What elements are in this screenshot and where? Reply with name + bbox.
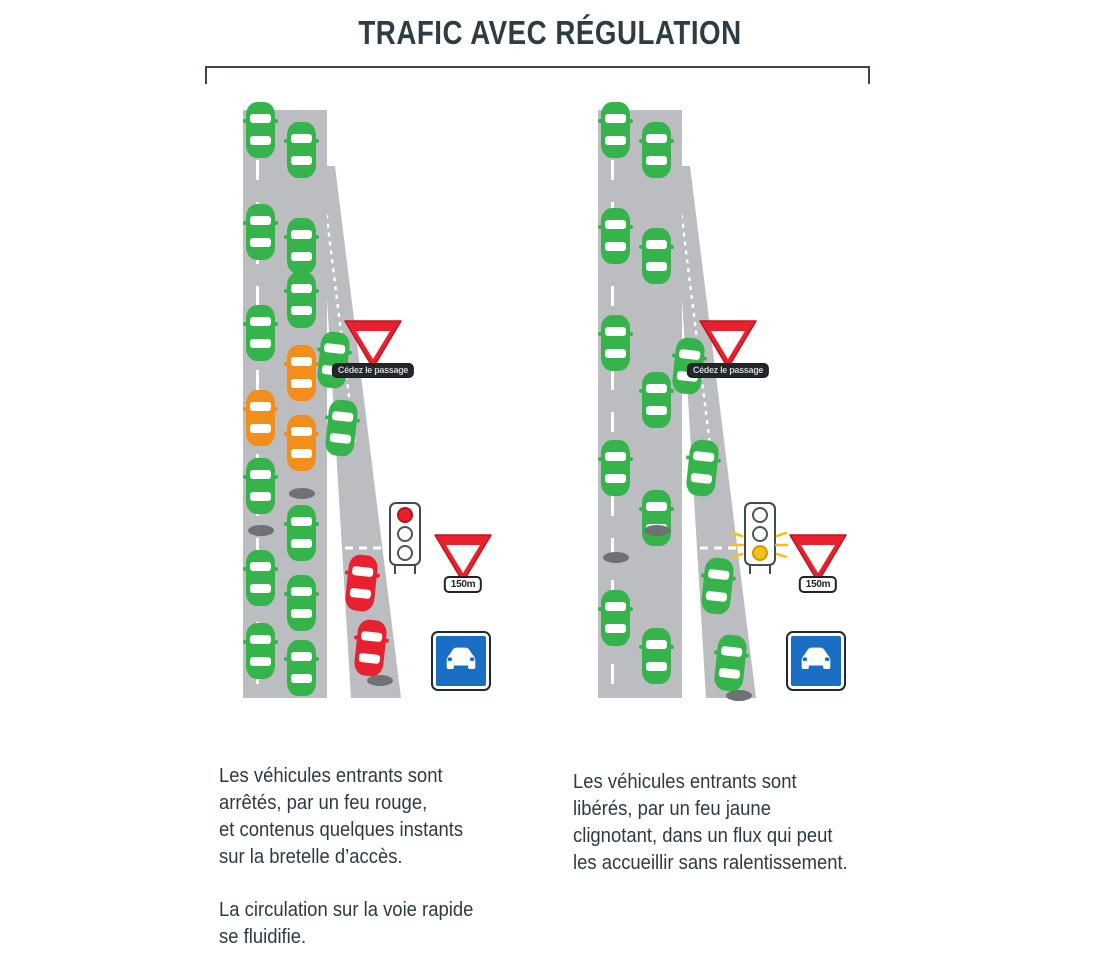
traffic-light-post-left	[394, 564, 397, 574]
yield-triangle-icon	[434, 534, 492, 583]
distance-plate-label: 150m	[798, 576, 838, 593]
lamp-red	[397, 507, 413, 523]
loop-detector	[289, 488, 315, 499]
traffic-light-post-right	[413, 564, 416, 574]
vehicle-green	[243, 550, 278, 606]
lamp-yellow-lit	[752, 545, 768, 561]
lamp-green	[397, 545, 413, 561]
vehicle-green	[284, 122, 319, 178]
lamp-amber	[752, 526, 768, 542]
panel-yellow-flashing-light: Cédez le passage 150m	[570, 100, 900, 720]
vehicle-green	[284, 640, 319, 696]
caption-left-secondary: La circulation sur la voie rapide se flu…	[219, 898, 474, 948]
panel-red-light: Cédez le passage 150m	[215, 100, 545, 720]
caption-right-primary: Les véhicules entrants sont libérés, par…	[573, 770, 848, 874]
vehicle-green	[598, 590, 633, 646]
vehicle-green	[639, 490, 674, 546]
vehicle-green	[243, 623, 278, 679]
vehicle-green	[284, 218, 319, 274]
yield-sign-distance[interactable]: 150m	[433, 532, 493, 593]
vehicle-green	[598, 440, 633, 496]
flash-rays-right-icon	[775, 532, 789, 558]
vehicle-green	[639, 628, 674, 684]
vehicle-green	[284, 575, 319, 631]
car-front-icon	[446, 647, 476, 670]
yield-plate-label: Cédez le passage	[331, 363, 415, 378]
distance-plate-label: 150m	[443, 576, 483, 593]
vehicle-green	[598, 102, 633, 158]
vehicle-green	[598, 208, 633, 264]
loop-detector	[248, 525, 274, 536]
vehicle-green	[639, 228, 674, 284]
expressway-sign[interactable]	[431, 631, 491, 691]
yield-sign-upper[interactable]: Cédez le passage	[686, 318, 770, 378]
traffic-light-post-right	[768, 564, 771, 574]
vehicle-green	[243, 305, 278, 361]
vehicle-orange	[284, 345, 319, 401]
flash-rays-left-icon	[730, 532, 744, 558]
expressway-sign[interactable]	[786, 631, 846, 691]
lamp-amber	[397, 526, 413, 542]
car-front-icon	[801, 647, 831, 670]
page-title: TRAFIC AVEC RÉGULATION	[358, 14, 742, 51]
lamp-red	[752, 507, 768, 523]
vehicle-green	[284, 505, 319, 561]
loop-detector-ramp	[367, 675, 393, 686]
vehicle-green	[639, 122, 674, 178]
vehicle-orange	[284, 415, 319, 471]
traffic-light-red[interactable]	[389, 502, 421, 574]
vehicle-green	[243, 102, 278, 158]
yield-triangle-icon	[699, 320, 757, 369]
vehicle-green	[284, 272, 319, 328]
loop-detector	[603, 552, 629, 563]
vehicle-green	[243, 204, 278, 260]
title-bracket	[205, 66, 870, 84]
loop-detector-ramp	[726, 690, 752, 701]
yield-sign-distance[interactable]: 150m	[788, 532, 848, 593]
loop-detector	[644, 525, 670, 536]
yield-triangle-icon	[789, 534, 847, 583]
vehicle-green	[639, 372, 674, 428]
yield-sign-upper[interactable]: Cédez le passage	[331, 318, 415, 378]
vehicle-green	[243, 458, 278, 514]
traffic-light-post-left	[749, 564, 752, 574]
traffic-light-yellow-flashing[interactable]	[744, 502, 776, 574]
vehicle-orange	[243, 390, 278, 446]
yield-triangle-icon	[344, 320, 402, 369]
vehicle-green	[598, 315, 633, 371]
caption-left-primary: Les véhicules entrants sont arrêtés, par…	[219, 764, 464, 868]
yield-plate-label: Cédez le passage	[686, 363, 770, 378]
lane-centerline-right	[611, 160, 614, 688]
